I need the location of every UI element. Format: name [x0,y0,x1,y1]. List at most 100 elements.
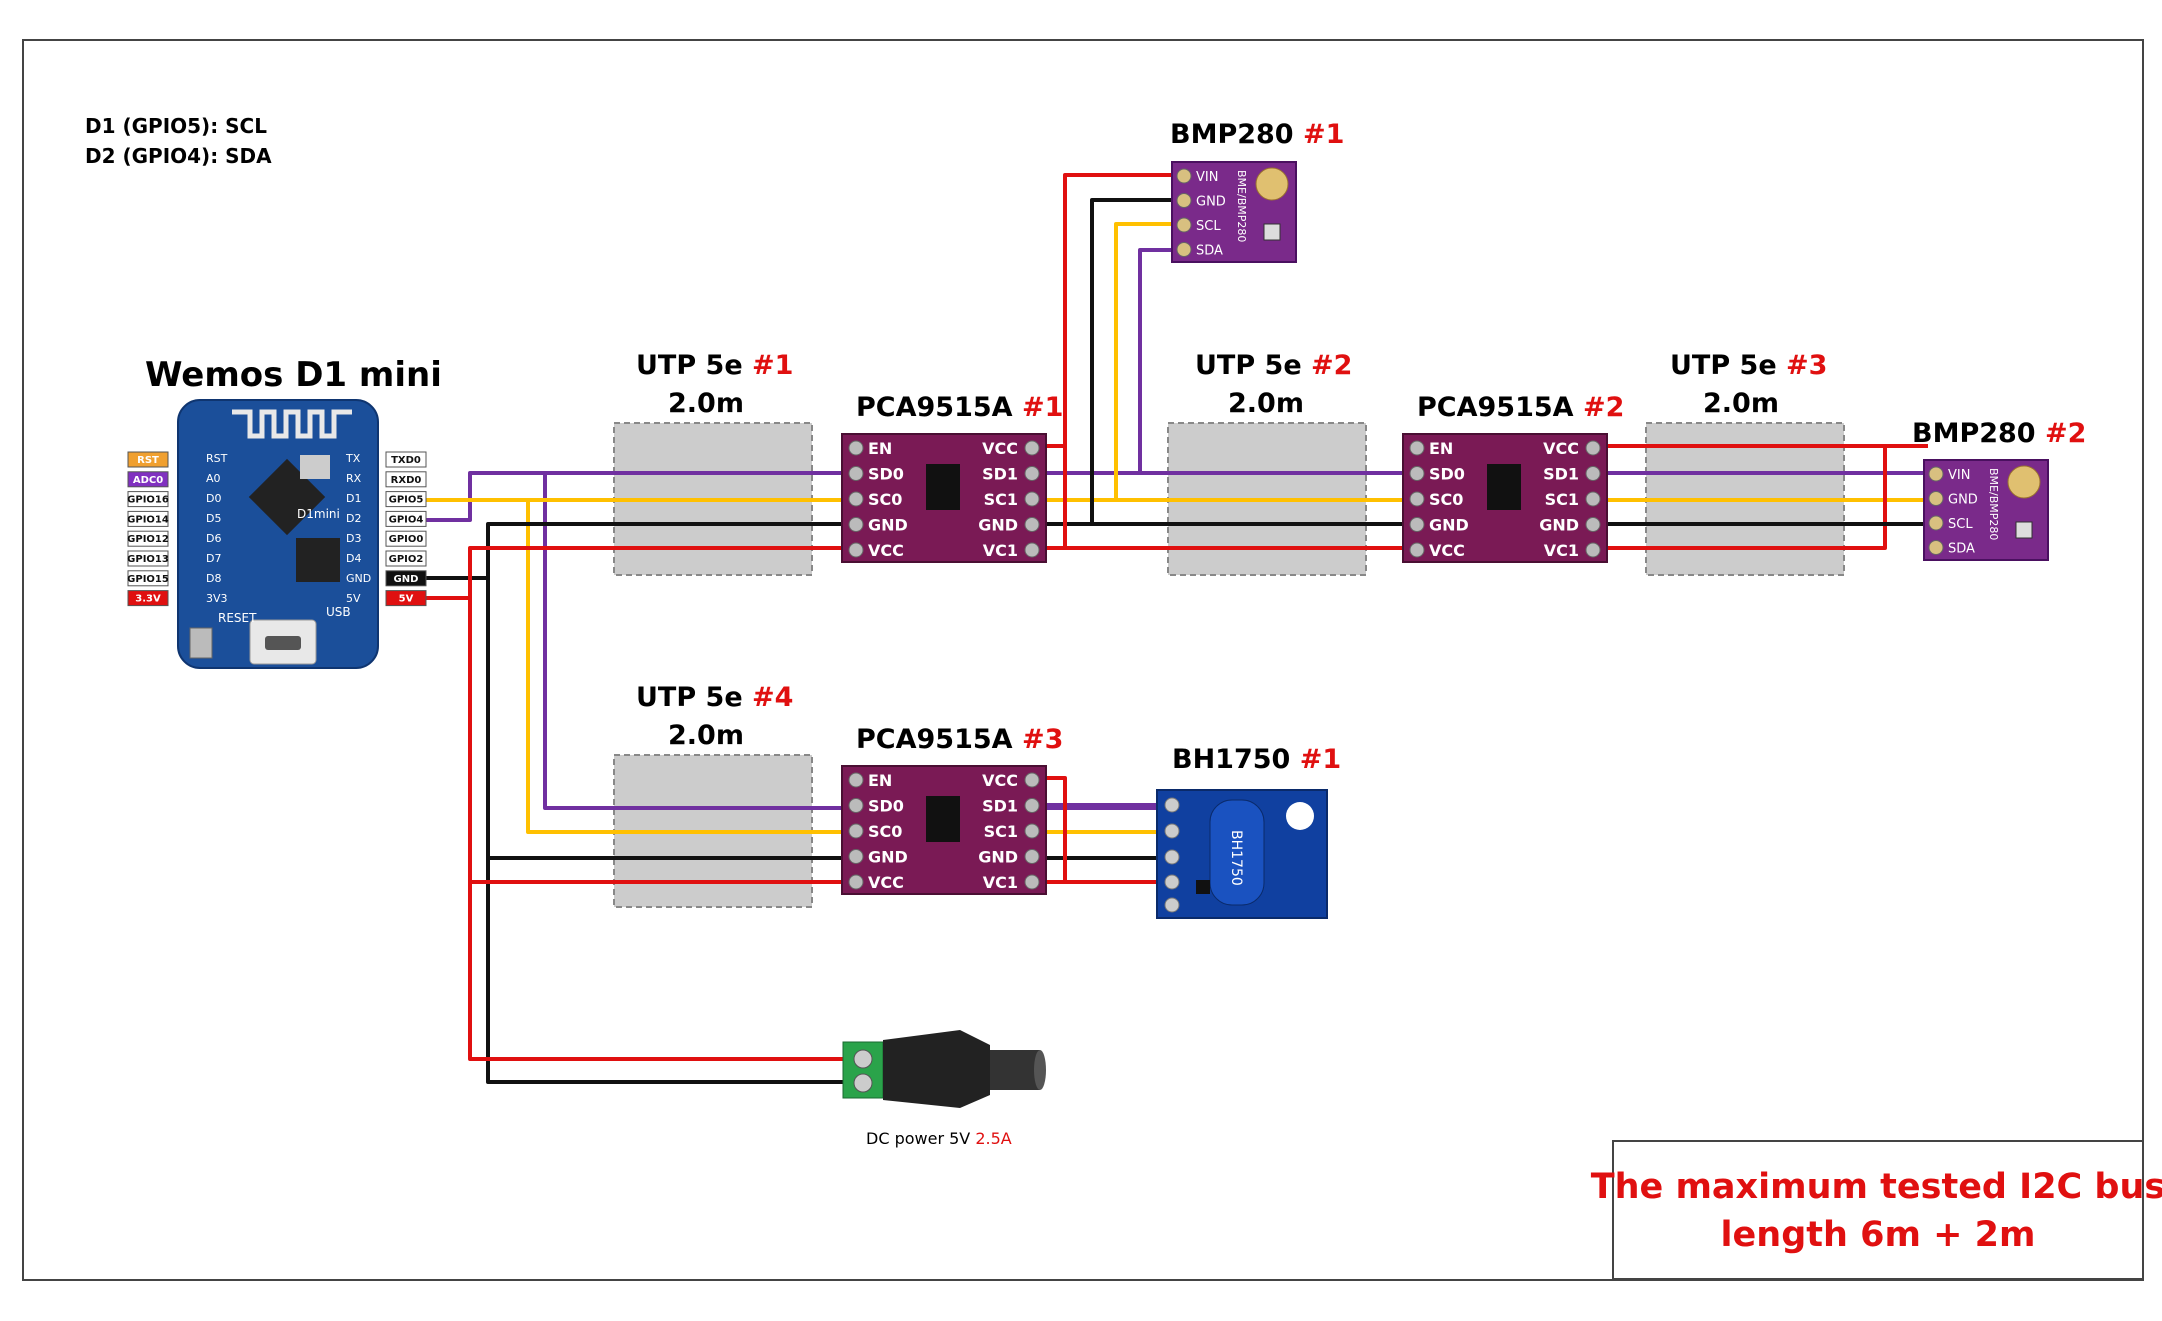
wemos-right-pin-box [385,471,427,488]
wemos-left-pin-box [127,570,169,587]
utp-1-num: #1 [752,350,793,381]
wemos-right-pin-box [385,510,427,527]
bmp-num: #1 [1303,119,1344,150]
pca-title: PCA9515A #1 [856,392,1063,423]
wemos-board: D1mini RESET USB [177,399,379,669]
wires [418,173,1928,1084]
wemos-left-pin-box [127,471,169,488]
pca-left-pin-label: GND [868,516,908,535]
wemos-right-pin-box [385,491,427,508]
pca-right-pin-label: VC1 [1544,541,1579,560]
pca-left-pin-label: GND [868,848,908,867]
wemos-board-left-label: D0 [206,492,221,505]
wemos-board-right-label: TX [345,452,361,465]
wemos-right-pin-box [385,530,427,547]
utp-3-name: UTP 5e [1670,350,1777,381]
bmp-pin-label: VIN [1196,170,1218,185]
wemos-board-right-label: D3 [346,532,361,545]
usb-label: USB [326,605,351,619]
wemos-left-pin-label: GPIO16 [127,495,169,506]
pca-left-pin-label: SD0 [1429,465,1465,484]
bh1750-title: BH1750 #1 [1172,744,1341,775]
wemos-left-pin-label: RST [137,455,159,466]
utp-1-length: 2.0m [668,388,744,419]
bmp-pin-label: SDA [1196,244,1223,259]
wemos-right-pin-label: GND [394,574,419,585]
pca-left-pin-label: GND [1429,516,1469,535]
utp-4-label: UTP 5e #4 [636,682,793,713]
vcc-wire-branch [468,598,880,1061]
wemos-left-pin-label: 3.3V [135,594,161,605]
wemos-left-pin-label: GPIO14 [127,514,169,525]
pca-left-pin-label: VCC [868,541,904,560]
wemos-board-left-label: D5 [206,512,221,525]
pca-left-pin-label: SC0 [868,490,902,509]
bmp-pin-label: SDA [1948,542,1975,557]
utp-4-num: #4 [752,682,793,713]
utp-3-num: #3 [1786,350,1827,381]
pca-right-pin-label: VC1 [983,873,1018,892]
wemos-board-right-label: D4 [346,552,361,565]
dc-power-current: 2.5A [975,1129,1011,1148]
pca-right-pin-label: SD1 [982,465,1018,484]
bh1750-module: BH1750 [1156,789,1328,919]
wemos-title: Wemos D1 mini [145,355,442,395]
wemos-right-pin-box [385,590,427,607]
gnd-wire-branch [486,578,880,1084]
pca-name: PCA9515A [856,392,1013,423]
chip-label: D1mini [297,507,340,521]
wemos-right-pin-box [385,451,427,468]
utp-2-length: 2.0m [1228,388,1304,419]
pca-left-pin-label: SD0 [868,465,904,484]
utp-2-num: #2 [1311,350,1352,381]
vcc-wire-main [418,444,1928,600]
bmp-title: BMP280 #1 [1170,119,1344,150]
bmp-pin-label: SCL [1948,517,1973,532]
pca-name: PCA9515A [856,724,1013,755]
wemos-right-pin-label: TXD0 [391,455,421,466]
bmp-pin-label: GND [1948,493,1978,508]
wemos-board-left-label: RST [206,452,228,465]
bmp-pin-label: GND [1196,195,1226,210]
pca-left-pin-label: EN [868,771,892,790]
wemos-right-pin-label: GPIO4 [389,514,424,525]
pca-right-pin-label: VCC [1543,439,1579,458]
utp-1-name: UTP 5e [636,350,743,381]
wemos-right-pin-label: GPIO0 [389,534,424,545]
pca-right-pin-label: SC1 [984,490,1018,509]
dc-power-jack [842,1030,1046,1108]
wemos-left-pin-box [127,530,169,547]
wemos-board-left-label: D6 [206,532,221,545]
wemos-left-pin-box [127,590,169,607]
wemos-right-pin-label: 5V [399,594,414,605]
pca-right-pin-label: VCC [982,771,1018,790]
utp-2-name: UTP 5e [1195,350,1302,381]
pca-right-pin-label: GND [1539,516,1579,535]
wemos-right-pin-label: GPIO5 [389,495,424,506]
pca-left-pin-label: VCC [1429,541,1465,560]
pca-left-pin-label: SC0 [1429,490,1463,509]
wemos-left-pin-label: ADC0 [133,475,163,486]
wemos-left-pins: RSTADC0GPIO16GPIO14GPIO12GPIO13GPIO153.3… [127,451,169,607]
pca-left-pin-label: SD0 [868,797,904,816]
pca-name: PCA9515A [1417,392,1574,423]
bmp-chip-text: BME/BMP280 [1987,468,2000,540]
wemos-right-pin-label: GPIO2 [389,554,424,565]
utp-4-length: 2.0m [668,720,744,751]
pca-right-pin-label: GND [978,848,1018,867]
bmp-pin-label: VIN [1948,468,1970,483]
pca-right-pin-label: SD1 [1543,465,1579,484]
wemos-right-pin-box [385,570,427,587]
wemos-left-pin-box [127,550,169,567]
sda-wire-bmp1 [1138,248,1180,473]
wemos-board-right-label: 5V [346,592,361,605]
utp-1-label: UTP 5e #1 [636,350,793,381]
bh1750-num: #1 [1300,744,1341,775]
